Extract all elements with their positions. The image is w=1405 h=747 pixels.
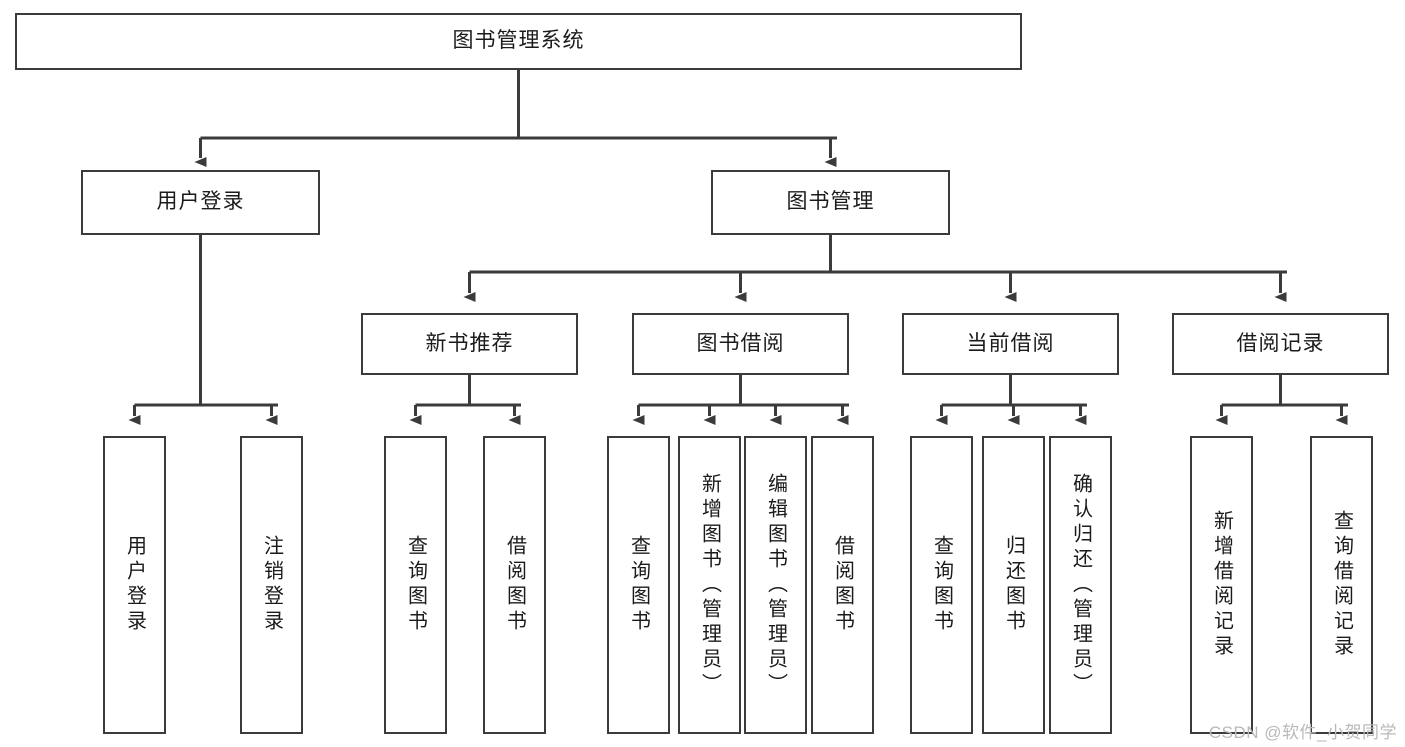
leaf-query-book-borrow[interactable]: 查询图书	[607, 436, 670, 734]
node-book-management[interactable]: 图书管理	[711, 170, 950, 235]
node-label: 新增借阅记录	[1210, 510, 1233, 660]
leaf-borrow-book-new[interactable]: 借阅图书	[483, 436, 546, 734]
node-label: 图书管理系统	[452, 29, 585, 53]
node-label: 当前借阅	[966, 331, 1055, 355]
leaf-add-borrow-record[interactable]: 新增借阅记录	[1190, 436, 1253, 734]
leaf-user-login[interactable]: 用户登录	[103, 436, 166, 734]
node-borrow-records[interactable]: 借阅记录	[1172, 313, 1389, 375]
watermark: CSDN @软件_小贺同学	[1208, 723, 1397, 742]
node-label: 借阅图书	[831, 535, 854, 635]
node-label: 编辑图书（管理员）	[764, 472, 787, 698]
node-book-borrow[interactable]: 图书借阅	[632, 313, 849, 375]
node-label: 查询图书	[627, 535, 650, 635]
leaf-borrow-book[interactable]: 借阅图书	[811, 436, 874, 734]
leaf-edit-book-admin[interactable]: 编辑图书（管理员）	[744, 436, 807, 734]
node-new-book-recommend[interactable]: 新书推荐	[361, 313, 578, 375]
node-label: 注销登录	[260, 535, 283, 635]
leaf-query-book-current[interactable]: 查询图书	[910, 436, 973, 734]
leaf-return-book[interactable]: 归还图书	[982, 436, 1045, 734]
node-current-borrow[interactable]: 当前借阅	[902, 313, 1119, 375]
leaf-query-book-new[interactable]: 查询图书	[384, 436, 447, 734]
node-label: 新书推荐	[425, 331, 514, 355]
leaf-add-book-admin[interactable]: 新增图书（管理员）	[678, 436, 741, 734]
leaf-confirm-return-admin[interactable]: 确认归还（管理员）	[1049, 436, 1112, 734]
node-label: 借阅图书	[503, 535, 526, 635]
node-label: 图书借阅	[696, 331, 785, 355]
node-label: 用户登录	[156, 190, 245, 214]
node-label: 图书管理	[786, 190, 875, 214]
leaf-query-borrow-record[interactable]: 查询借阅记录	[1310, 436, 1373, 734]
node-user-login[interactable]: 用户登录	[81, 170, 320, 235]
node-label: 查询图书	[930, 535, 953, 635]
node-root[interactable]: 图书管理系统	[15, 13, 1022, 70]
node-label: 借阅记录	[1236, 331, 1325, 355]
node-label: 查询借阅记录	[1330, 510, 1353, 660]
node-label: 新增图书（管理员）	[698, 472, 721, 698]
node-label: 确认归还（管理员）	[1069, 472, 1092, 698]
node-label: 归还图书	[1002, 535, 1025, 635]
node-label: 查询图书	[404, 535, 427, 635]
leaf-logout[interactable]: 注销登录	[240, 436, 303, 734]
node-label: 用户登录	[123, 535, 146, 635]
